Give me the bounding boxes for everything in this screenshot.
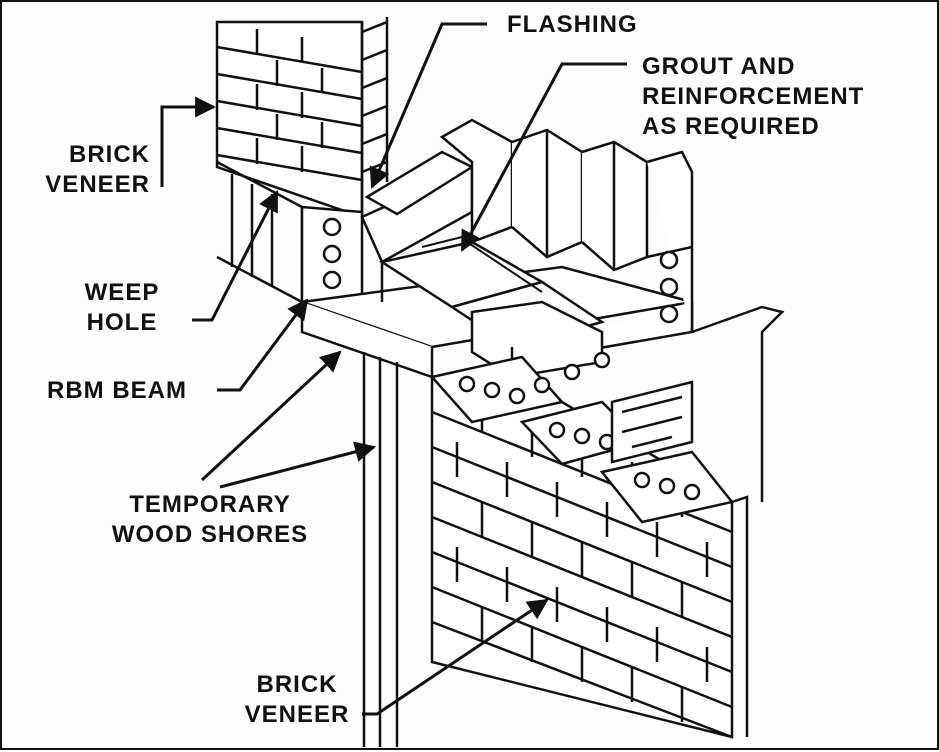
end-block-left xyxy=(300,205,364,304)
rbm-beam-leader xyxy=(217,298,309,392)
shore-leader-1 xyxy=(200,350,342,482)
label-temporary-wood-shores: TEMPORARY WOOD SHORES xyxy=(90,490,330,550)
brick-veneer-top-leader xyxy=(160,96,217,187)
label-flashing: FLASHING xyxy=(507,11,638,38)
label-brick-veneer-top-line-2: VENEER xyxy=(45,171,150,198)
label-rbm-beam: RBM BEAM xyxy=(47,377,187,404)
flashing-leader xyxy=(369,22,487,189)
label-grout-reinforcement: GROUT AND REINFORCEMENT AS REQUIRED xyxy=(642,52,864,142)
label-brick-veneer-top-line-1: BRICK xyxy=(69,141,150,168)
temporary-wood-shores xyxy=(362,352,399,747)
label-weep-hole-line-1: WEEP xyxy=(84,279,160,306)
label-grout-line-2: REINFORCEMENT xyxy=(642,83,865,110)
lower-brick-veneer-wall xyxy=(429,351,735,739)
inner-wythe-right xyxy=(610,305,785,737)
label-grout-line-3: AS REQUIRED xyxy=(642,113,820,140)
brick-veneer-bottom-leader xyxy=(362,598,549,716)
label-brick-veneer-bottom-line-1: BRICK xyxy=(256,671,338,698)
label-shores-line-1: TEMPORARY xyxy=(129,491,291,518)
upper-brick-veneer-wall xyxy=(215,17,389,219)
shore-leader-2 xyxy=(219,441,377,489)
grout-leader xyxy=(460,62,627,252)
label-grout-line-1: GROUT AND xyxy=(642,53,796,80)
label-brick-veneer-bottom: BRICK VENEER xyxy=(237,670,357,730)
label-brick-veneer-bottom-line-2: VENEER xyxy=(244,701,350,728)
weep-hole-leader xyxy=(192,190,279,322)
label-brick-veneer-top: BRICK VENEER xyxy=(22,140,150,200)
label-weep-hole-line-2: HOLE xyxy=(86,309,158,336)
grout-channel-blocks xyxy=(378,216,605,379)
bond-beam-block-row xyxy=(439,118,694,332)
leader-lines xyxy=(160,22,627,716)
label-shores-line-2: WOOD SHORES xyxy=(111,521,309,548)
label-weep-hole: WEEP HOLE xyxy=(62,278,182,338)
